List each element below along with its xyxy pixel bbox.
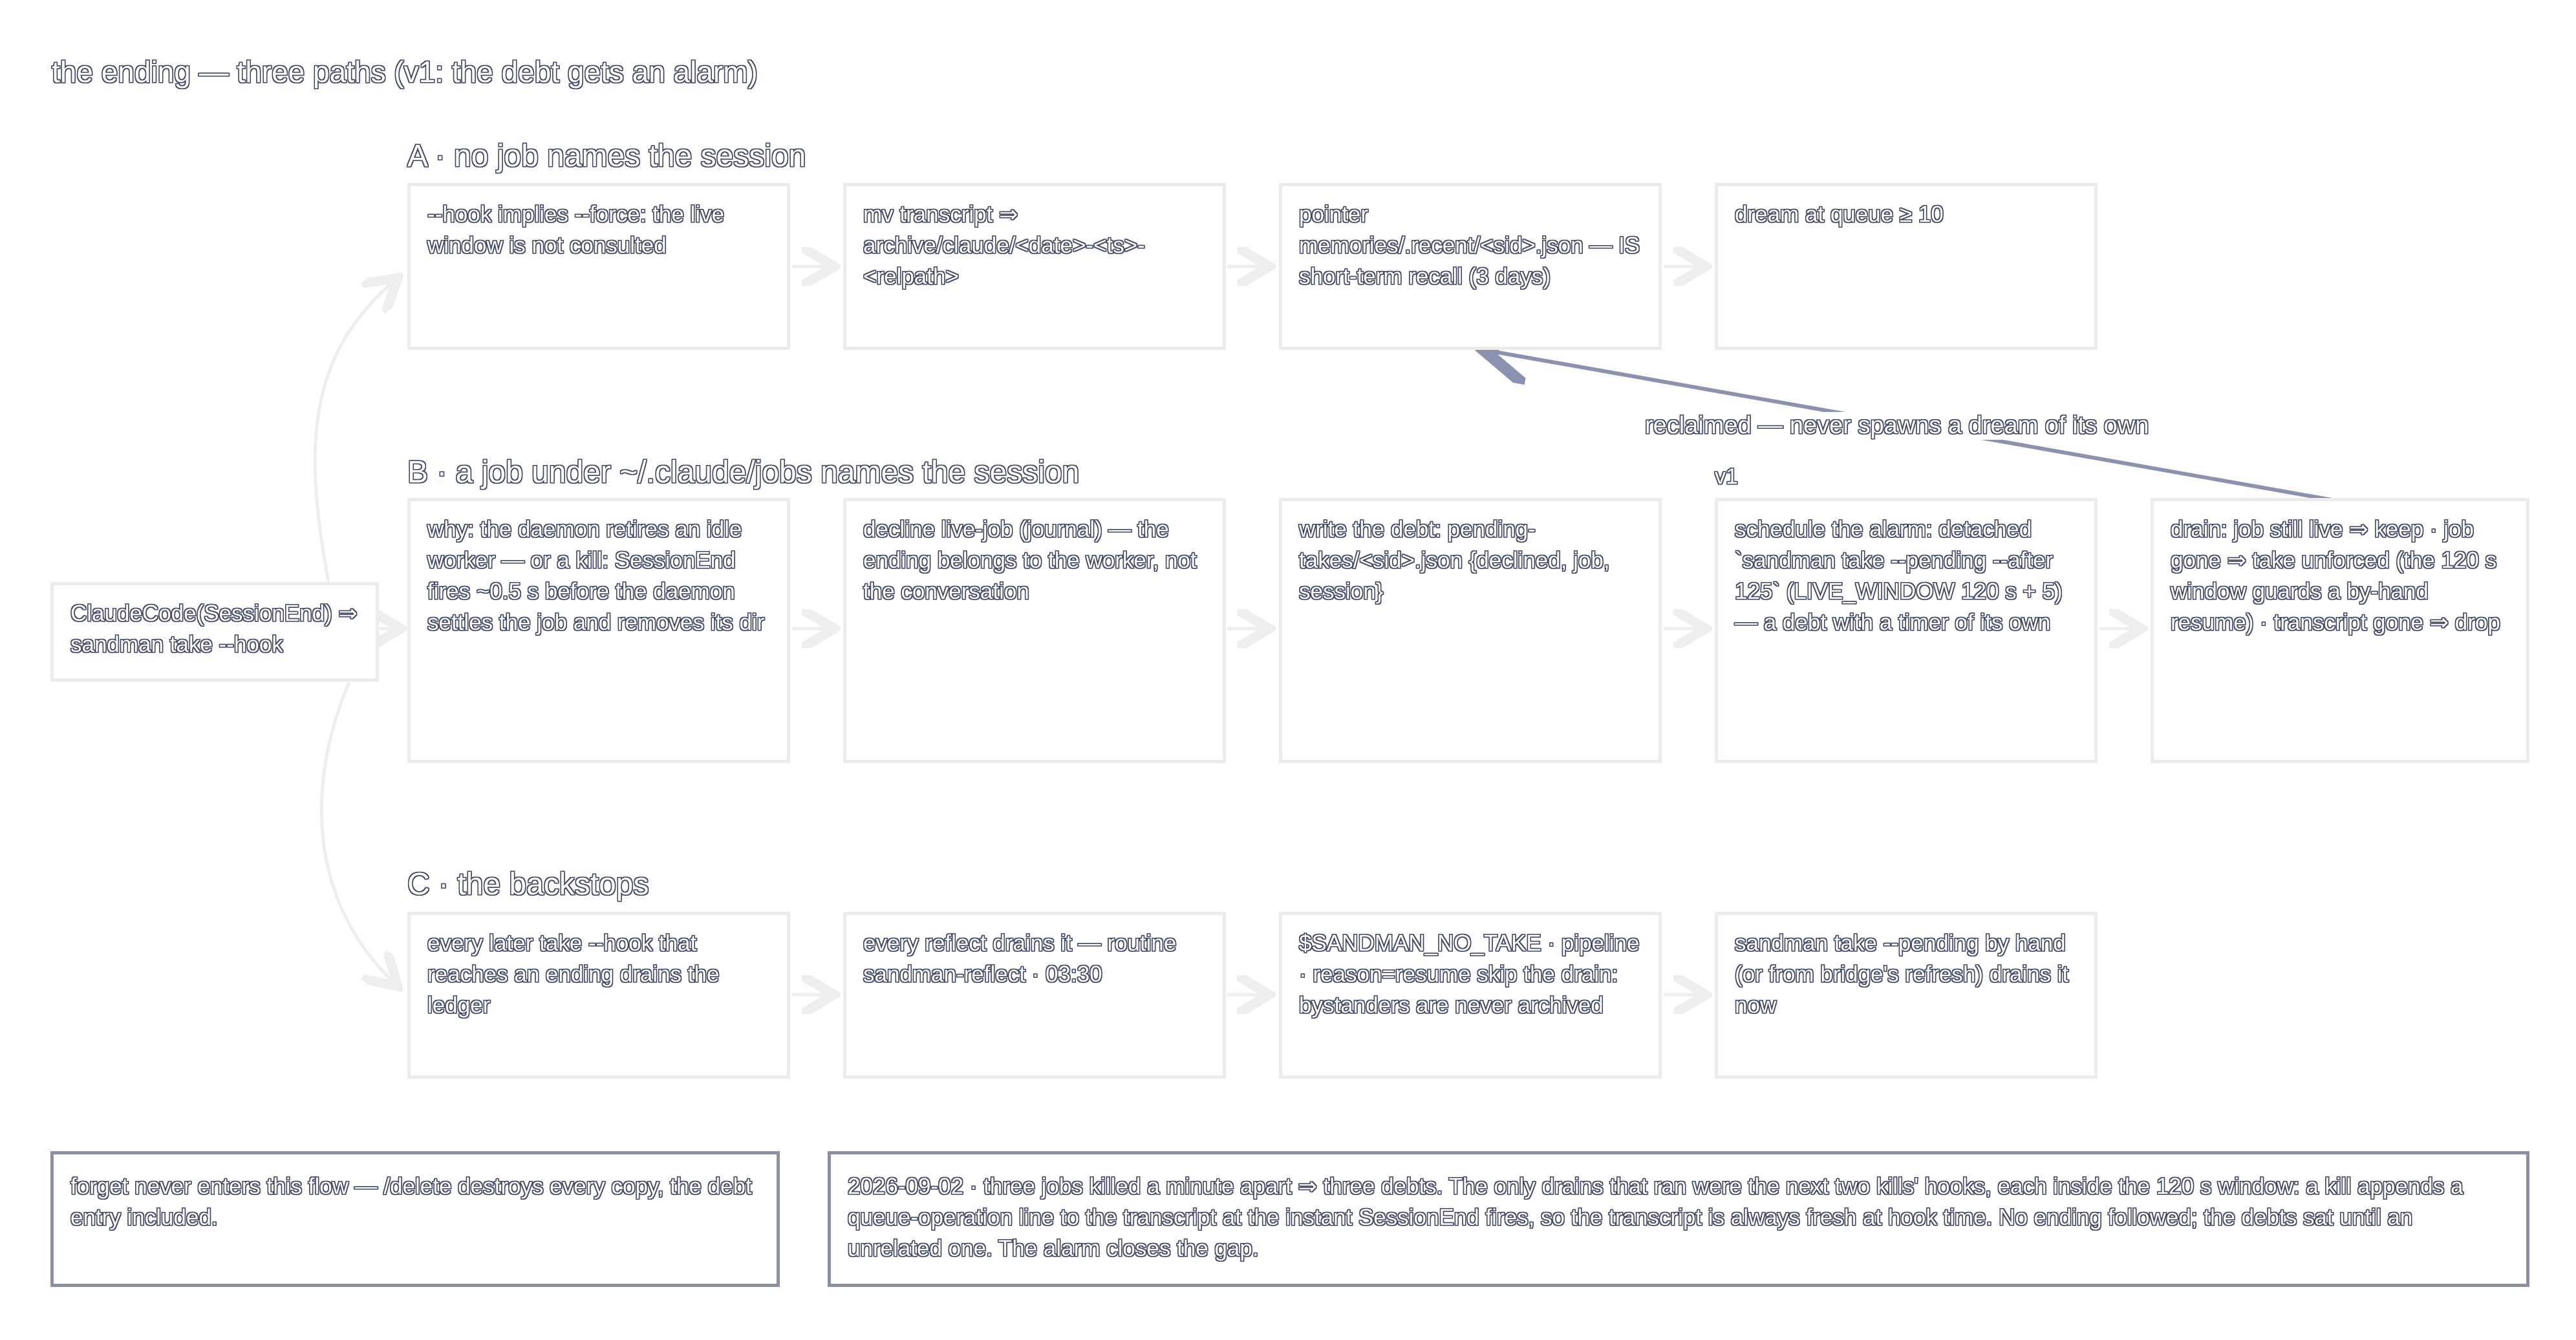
c-step-1-text: every later take --hook that reaches an … [427, 931, 720, 1018]
a-step-3-text: pointer memories/.recent/<sid>.json — IS… [1299, 202, 1640, 289]
reclaim-label: reclaimed — never spawns a dream of its … [1642, 412, 2152, 440]
b-step-4-text: schedule the alarm: detached `sandman ta… [1735, 517, 2063, 635]
b-step-3: write the debt: pending-takes/<sid>.json… [1279, 498, 1662, 763]
b-step-2-text: decline live-job (journal) — the ending … [863, 517, 1197, 604]
section-b-heading: B · a job under ~/.claude/jobs names the… [407, 455, 1080, 490]
branch-to-c-arrow [319, 682, 398, 986]
b-step-3-text: write the debt: pending-takes/<sid>.json… [1299, 517, 1610, 604]
a-step-2: mv transcript ⇒ archive/claude/<date>-<t… [843, 183, 1226, 350]
a-step-4-text: dream at queue ≥ 10 [1735, 202, 1944, 227]
origin-node: ClaudeCode(SessionEnd) ⇒ sandman take --… [50, 582, 379, 682]
page-title: the ending — three paths (v1: the debt g… [52, 55, 758, 89]
branch-to-a-arrow [313, 278, 398, 589]
section-c-heading: C · the backstops [407, 867, 649, 902]
section-a-heading: A · no job names the session [407, 139, 806, 173]
a-step-4: dream at queue ≥ 10 [1715, 183, 2098, 350]
c-step-1: every later take --hook that reaches an … [407, 912, 790, 1079]
incident-note: 2026-09-02 · three jobs killed a minute … [828, 1151, 2529, 1287]
c-step-4: sandman take --pending by hand (or from … [1715, 912, 2098, 1079]
a-step-3: pointer memories/.recent/<sid>.json — IS… [1279, 183, 1662, 350]
v1-tag: v1 [1715, 464, 1738, 489]
a-step-2-text: mv transcript ⇒ archive/claude/<date>-<t… [863, 202, 1145, 289]
b-step-1-text: why: the daemon retires an idle worker —… [427, 517, 765, 635]
forget-note-text: forget never enters this flow — /delete … [70, 1174, 752, 1230]
c-step-2: every reflect drains it — routine sandma… [843, 912, 1226, 1079]
origin-label: ClaudeCode(SessionEnd) ⇒ sandman take --… [70, 601, 358, 657]
c-step-4-text: sandman take --pending by hand (or from … [1735, 931, 2069, 1018]
c-step-2-text: every reflect drains it — routine sandma… [863, 931, 1177, 987]
b-step-5-text: drain: job still live ⇒ keep · job gone … [2171, 517, 2500, 635]
b-step-1: why: the daemon retires an idle worker —… [407, 498, 790, 763]
a-step-1: --hook implies --force: the live window … [407, 183, 790, 350]
c-step-3: $SANDMAN_NO_TAKE · pipeline · reason=res… [1279, 912, 1662, 1079]
c-step-3-text: $SANDMAN_NO_TAKE · pipeline · reason=res… [1299, 931, 1640, 1018]
incident-note-text: 2026-09-02 · three jobs killed a minute … [848, 1174, 2463, 1261]
a-step-1-text: --hook implies --force: the live window … [427, 202, 725, 258]
b-step-2: decline live-job (journal) — the ending … [843, 498, 1226, 763]
b-step-4: schedule the alarm: detached `sandman ta… [1715, 498, 2098, 763]
b-step-5: drain: job still live ⇒ keep · job gone … [2151, 498, 2529, 763]
forget-note: forget never enters this flow — /delete … [50, 1151, 780, 1287]
